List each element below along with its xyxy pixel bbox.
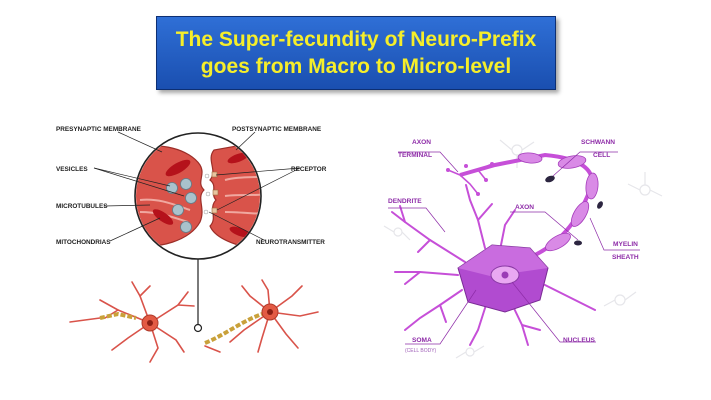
label-schwann-1: SCHWANN	[581, 139, 615, 146]
neuron-diagram: AXON TERMINAL SCHWANN CELL DENDRITE AXON…	[383, 139, 663, 359]
label-axon-terminal-2: TERMINAL	[398, 152, 432, 159]
label-presynaptic-membrane: PRESYNAPTIC MEMBRANE	[56, 126, 142, 133]
mitochondrion	[229, 226, 251, 238]
label-myelin-2: SHEATH	[612, 254, 639, 261]
vesicle	[166, 182, 178, 194]
label-myelin-1: MYELIN	[613, 241, 638, 248]
mitochondrion	[165, 159, 191, 177]
label-mitochondrias: MITOCHONDRIAS	[56, 239, 111, 246]
vesicle	[172, 204, 184, 216]
label-schwann-2: CELL	[593, 152, 610, 159]
label-nucleus: NUCLEUS	[563, 337, 595, 344]
synapse-diagram: PRESYNAPTIC MEMBRANE POSTSYNAPTIC MEMBRA…	[56, 126, 327, 363]
neuron-chain	[69, 279, 319, 363]
label-cell-body: (CELL BODY)	[405, 348, 437, 354]
label-soma: SOMA	[412, 337, 432, 344]
title-line-1: The Super-fecundity of Neuro-Prefix	[175, 28, 537, 51]
label-receptor: RECEPTOR	[291, 166, 327, 173]
vesicle	[180, 221, 192, 233]
label-microtubules: MICROTUBULES	[56, 203, 108, 210]
title-line-2: goes from Macro to Micro-level	[200, 55, 512, 78]
title-banner: The Super-fecundity of Neuro-Prefix goes…	[156, 16, 556, 90]
magnifier-point	[193, 323, 203, 333]
vesicle	[185, 192, 197, 204]
label-dendrite: DENDRITE	[388, 198, 422, 205]
vesicle	[180, 178, 192, 190]
label-axon: AXON	[515, 204, 534, 211]
label-vesicles: VESICLES	[56, 166, 88, 173]
label-axon-terminal-1: AXON	[412, 139, 431, 146]
label-neurotransmitter: NEUROTRANSMITTER	[256, 239, 325, 246]
mitochondrion	[227, 152, 249, 164]
label-postsynaptic-membrane: POSTSYNAPTIC MEMBRANE	[232, 126, 322, 133]
mitochondrion	[152, 209, 174, 225]
